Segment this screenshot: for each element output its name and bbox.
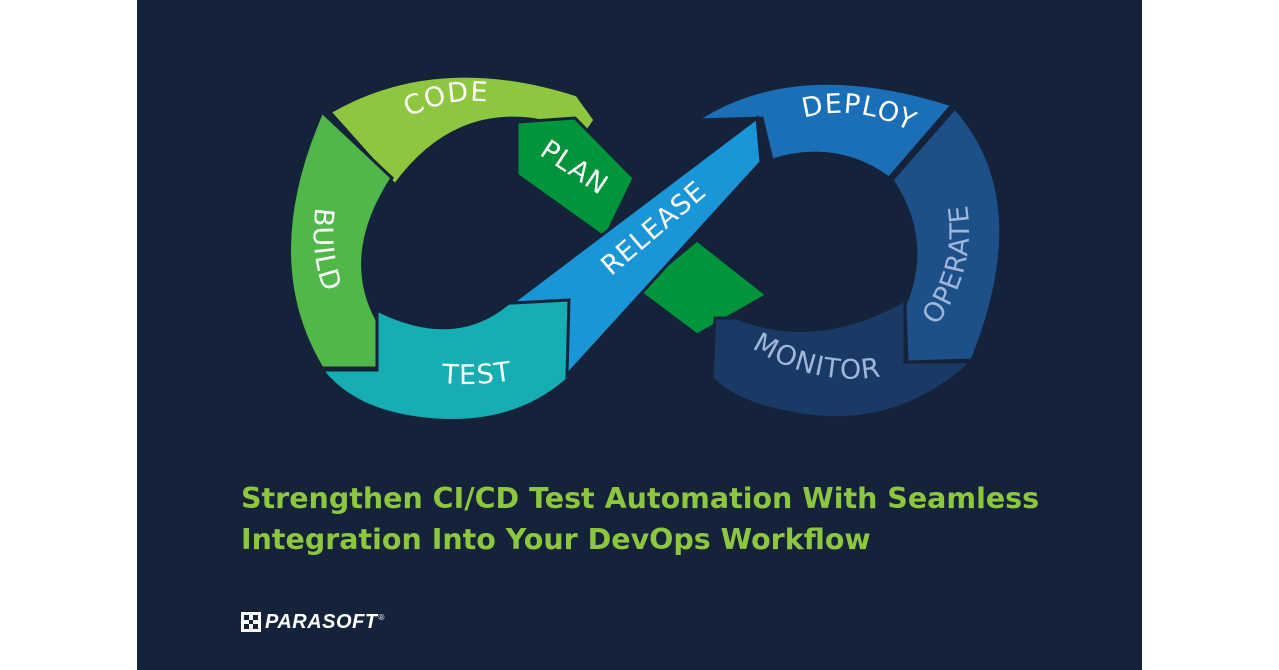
headline-line-2: Integration Into Your DevOps Workflow	[241, 523, 871, 556]
test-segment	[318, 298, 574, 422]
brand-registered-mark: ®	[378, 613, 385, 622]
brand-name: PARASOFT	[265, 610, 378, 633]
brand-logo: PARASOFT ®	[241, 607, 384, 637]
test-label: TEST	[440, 356, 513, 391]
code-segment	[327, 74, 597, 188]
monitor-segment	[710, 297, 976, 420]
devops-infinity-diagram: CODE PLAN BUILD TEST RELEASE DEPLOY OPER…	[288, 74, 1003, 422]
deploy-segment	[691, 81, 955, 181]
parasoft-logo-icon	[241, 612, 261, 632]
headline-line-1: Strengthen CI/CD Test Automation With Se…	[241, 482, 1040, 515]
headline: Strengthen CI/CD Test Automation With Se…	[241, 478, 1121, 560]
build-segment	[288, 109, 394, 370]
release-segment	[507, 115, 763, 379]
plan-segment	[515, 116, 636, 241]
operate-segment	[890, 105, 1003, 364]
banner: CODE PLAN BUILD TEST RELEASE DEPLOY OPER…	[137, 0, 1142, 670]
